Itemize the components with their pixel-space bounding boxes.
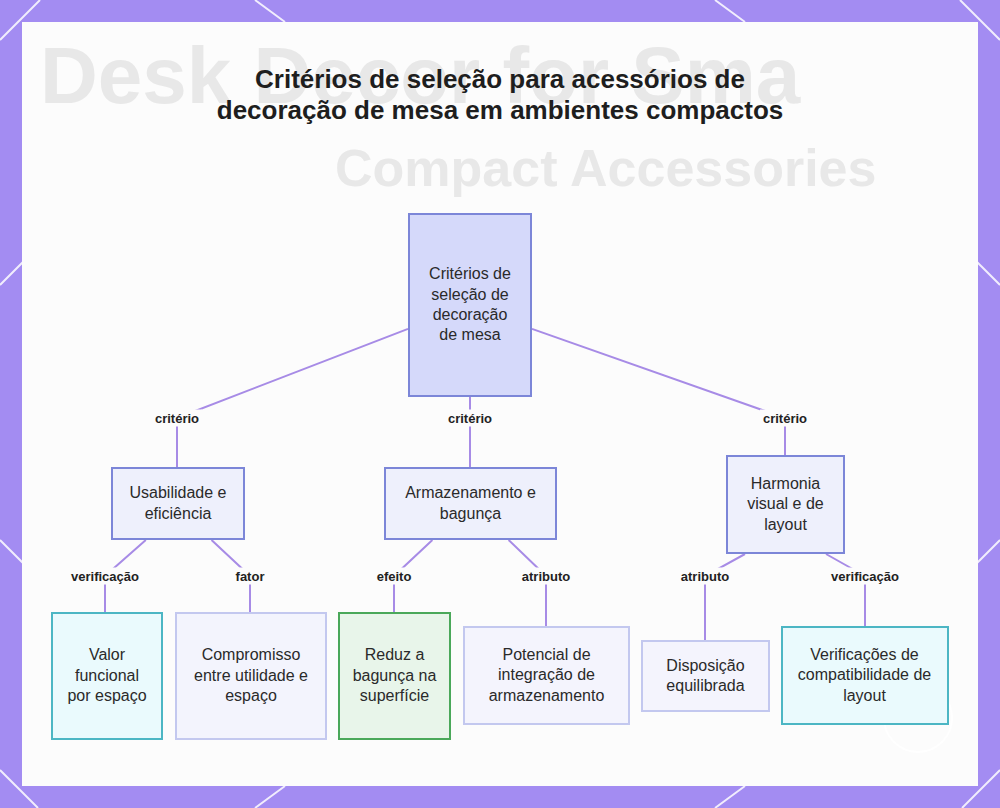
node-label: Compromisso entre utilidade e espaço (190, 645, 312, 706)
node-text-group: Usabilidade e eficiência (122, 483, 234, 524)
node-text-group: Disposição equilibrada (652, 656, 760, 697)
edge-label: verificação (828, 568, 902, 585)
edge-label: critério (152, 410, 202, 427)
node-label: Harmonia visual e de layout (738, 474, 834, 535)
edge-label: verificação (68, 568, 142, 585)
criteria-box: Verificações de compatibilidade de layou… (781, 626, 949, 725)
node-text-group: Critérios de seleção de decoração de mes… (424, 264, 516, 346)
node-text-group: Armazenamento e bagunça (396, 483, 546, 524)
node-label: Verificações de compatibilidade de layou… (790, 645, 940, 706)
watermark-text: Compact Accessories (335, 138, 876, 198)
edge-label: atributo (678, 568, 732, 585)
criteria-box: Valor funcional por espaço (51, 612, 163, 740)
connector-line (469, 397, 471, 467)
edge-label: fator (233, 568, 268, 585)
node-label: Reduz a bagunça na superfície (351, 645, 439, 706)
node-text-group: Valor funcional por espaço (65, 645, 149, 706)
criteria-box: Armazenamento e bagunça (384, 467, 557, 540)
criteria-box: Reduz a bagunça na superfície (338, 612, 451, 740)
node-label: Valor funcional por espaço (65, 645, 149, 706)
criteria-box: Harmonia visual e de layout (726, 455, 845, 554)
node-label: Disposição equilibrada (652, 656, 760, 697)
connector-line (177, 329, 408, 467)
criteria-box: Usabilidade e eficiência (111, 467, 245, 540)
edge-label: efeito (374, 568, 415, 585)
node-label: Critérios de seleção de decoração de mes… (424, 264, 516, 346)
connector-line (532, 329, 785, 455)
edge-label: critério (760, 410, 810, 427)
edge-label: atributo (519, 568, 573, 585)
diagram-title: Critérios de seleção para acessórios de … (200, 64, 800, 126)
node-text-group: Compromisso entre utilidade e espaço (190, 645, 312, 706)
node-label: Armazenamento e bagunça (396, 483, 546, 524)
node-text-group: Reduz a bagunça na superfície (351, 645, 439, 706)
node-label: Usabilidade e eficiência (122, 483, 234, 524)
node-text-group: Potencial de integração de armazenamento (476, 645, 618, 706)
node-text-group: Verificações de compatibilidade de layou… (790, 645, 940, 706)
node-label: Potencial de integração de armazenamento (476, 645, 618, 706)
edge-label: critério (445, 410, 495, 427)
criteria-box: Potencial de integração de armazenamento (463, 626, 630, 725)
node-text-group: Harmonia visual e de layout (738, 474, 834, 535)
root-box: Critérios de seleção de decoração de mes… (408, 213, 532, 397)
criteria-box: Compromisso entre utilidade e espaço (175, 612, 327, 740)
criteria-box: Disposição equilibrada (641, 640, 770, 712)
connector-line (826, 554, 865, 626)
